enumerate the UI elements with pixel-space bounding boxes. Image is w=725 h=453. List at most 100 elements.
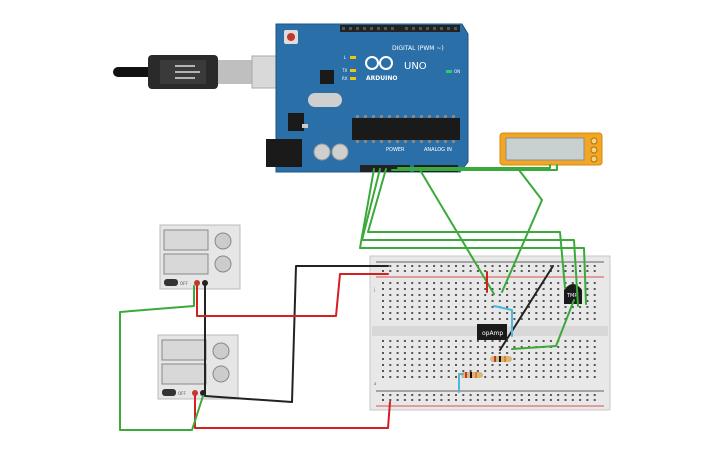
breadboard-hole[interactable] — [418, 364, 421, 366]
breadboard-hole[interactable] — [425, 394, 428, 396]
breadboard-hole[interactable] — [498, 265, 501, 267]
breadboard-hole[interactable] — [586, 352, 589, 354]
breadboard-hole[interactable] — [462, 265, 465, 267]
breadboard-hole[interactable] — [396, 346, 399, 348]
breadboard-hole[interactable] — [403, 282, 406, 284]
positive-terminal[interactable] — [194, 280, 200, 286]
breadboard-hole[interactable] — [535, 300, 538, 302]
breadboard-hole[interactable] — [447, 294, 450, 296]
breadboard-hole[interactable] — [447, 312, 450, 314]
breadboard-hole[interactable] — [389, 358, 392, 360]
breadboard-hole[interactable] — [579, 364, 582, 366]
power-switch[interactable] — [164, 279, 178, 286]
breadboard-hole[interactable] — [549, 370, 552, 372]
breadboard-hole[interactable] — [440, 282, 443, 284]
breadboard-hole[interactable] — [455, 370, 457, 372]
breadboard-hole[interactable] — [535, 312, 538, 314]
breadboard-hole[interactable] — [498, 300, 501, 302]
breadboard-hole[interactable] — [425, 340, 428, 342]
breadboard-hole[interactable] — [586, 270, 589, 272]
breadboard-hole[interactable] — [557, 300, 560, 302]
breadboard-hole[interactable] — [433, 294, 436, 296]
breadboard-hole[interactable] — [549, 265, 552, 267]
breadboard-hole[interactable] — [586, 282, 589, 284]
breadboard-hole[interactable] — [535, 376, 538, 378]
breadboard-hole[interactable] — [586, 288, 589, 290]
breadboard-hole[interactable] — [586, 340, 589, 342]
breadboard-hole[interactable] — [403, 352, 406, 354]
breadboard-hole[interactable] — [557, 364, 560, 366]
breadboard-hole[interactable] — [549, 399, 552, 401]
breadboard-hole[interactable] — [498, 376, 501, 378]
breadboard-hole[interactable] — [469, 318, 472, 320]
breadboard-hole[interactable] — [520, 394, 523, 396]
breadboard-hole[interactable] — [484, 370, 487, 372]
breadboard-hole[interactable] — [440, 394, 443, 396]
breadboard-hole[interactable] — [447, 300, 450, 302]
breadboard-hole[interactable] — [491, 282, 494, 284]
breadboard-hole[interactable] — [498, 352, 501, 354]
breadboard-hole[interactable] — [564, 340, 567, 342]
digital-header[interactable] — [340, 25, 460, 32]
breadboard-hole[interactable] — [425, 294, 428, 296]
breadboard-hole[interactable] — [506, 399, 509, 401]
breadboard-hole[interactable] — [542, 288, 545, 290]
breadboard-hole[interactable] — [506, 288, 509, 290]
breadboard-hole[interactable] — [382, 288, 384, 290]
breadboard-hole[interactable] — [396, 265, 399, 267]
breadboard-hole[interactable] — [411, 399, 414, 401]
breadboard-hole[interactable] — [520, 376, 523, 378]
breadboard-hole[interactable] — [447, 352, 450, 354]
breadboard-hole[interactable] — [491, 270, 494, 272]
breadboard-hole[interactable] — [542, 318, 545, 320]
breadboard-hole[interactable] — [586, 312, 589, 314]
breadboard-hole[interactable] — [455, 394, 457, 396]
resistor[interactable] — [490, 356, 512, 362]
breadboard-hole[interactable] — [447, 376, 450, 378]
breadboard-hole[interactable] — [433, 358, 436, 360]
breadboard-hole[interactable] — [389, 288, 392, 290]
breadboard-hole[interactable] — [593, 282, 596, 284]
breadboard-hole[interactable] — [520, 352, 523, 354]
breadboard-hole[interactable] — [498, 399, 501, 401]
breadboard-hole[interactable] — [528, 265, 530, 267]
breadboard-hole[interactable] — [462, 364, 465, 366]
breadboard-hole[interactable] — [571, 394, 574, 396]
breadboard-hole[interactable] — [411, 346, 414, 348]
breadboard-hole[interactable] — [403, 376, 406, 378]
breadboard-hole[interactable] — [418, 394, 421, 396]
breadboard-hole[interactable] — [593, 340, 596, 342]
breadboard-hole[interactable] — [396, 318, 399, 320]
breadboard-hole[interactable] — [535, 358, 538, 360]
breadboard-hole[interactable] — [469, 358, 472, 360]
breadboard-hole[interactable] — [586, 370, 589, 372]
breadboard-hole[interactable] — [403, 370, 406, 372]
breadboard-hole[interactable] — [418, 318, 421, 320]
breadboard-hole[interactable] — [571, 346, 574, 348]
breadboard-hole[interactable] — [549, 312, 552, 314]
breadboard-hole[interactable] — [506, 300, 509, 302]
breadboard-hole[interactable] — [418, 346, 421, 348]
breadboard-hole[interactable] — [535, 394, 538, 396]
breadboard-hole[interactable] — [396, 358, 399, 360]
arduino-uno-board[interactable]: DIGITAL (PWM ~) ARDUINO UNO L TX RX ON — [266, 23, 469, 173]
breadboard-hole[interactable] — [542, 265, 545, 267]
breadboard-hole[interactable] — [425, 352, 428, 354]
breadboard-hole[interactable] — [549, 394, 552, 396]
breadboard-hole[interactable] — [586, 318, 589, 320]
breadboard-hole[interactable] — [447, 399, 450, 401]
breadboard-hole[interactable] — [520, 346, 523, 348]
breadboard-hole[interactable] — [513, 370, 516, 372]
power-supply-1[interactable]: OFF — [159, 224, 241, 290]
breadboard-hole[interactable] — [593, 358, 596, 360]
breadboard-hole[interactable] — [571, 340, 574, 342]
breadboard-hole[interactable] — [476, 270, 479, 272]
breadboard-hole[interactable] — [535, 288, 538, 290]
breadboard-hole[interactable] — [528, 288, 530, 290]
breadboard-hole[interactable] — [535, 270, 538, 272]
breadboard-hole[interactable] — [498, 294, 501, 296]
breadboard-hole[interactable] — [455, 318, 457, 320]
breadboard-hole[interactable] — [549, 288, 552, 290]
breadboard-hole[interactable] — [389, 352, 392, 354]
breadboard-hole[interactable] — [382, 294, 384, 296]
